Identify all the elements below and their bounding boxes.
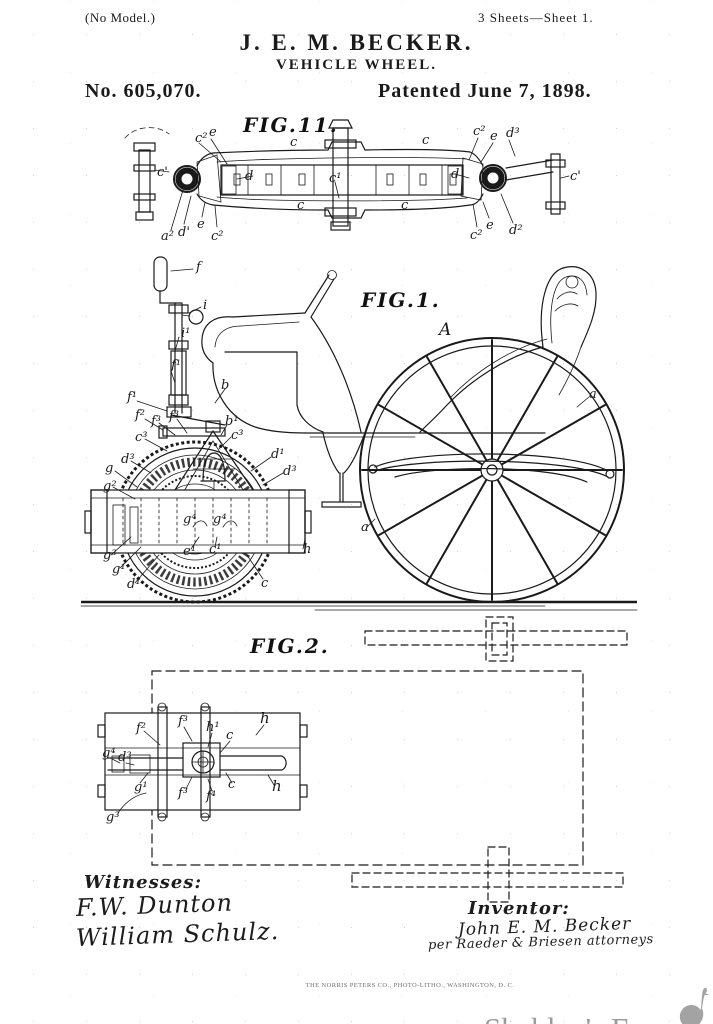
part-label: i¹ [181,326,190,341]
patent-date: Patented June 7, 1898. [378,80,592,103]
part-label: f⁴ [205,789,216,804]
part-label: e [490,129,498,144]
part-label: c [401,198,409,213]
part-label: f² [135,721,146,736]
fig2-bottom-axle [352,847,623,902]
part-label: g⁴ [213,512,227,527]
fig1-crank-lever [154,257,225,438]
part-label: f³ [177,786,188,801]
part-label: f¹ [126,390,137,405]
part-label: d² [509,223,523,238]
part-label: c¹ [209,542,222,557]
fig2-title: FIG.2. [249,634,330,658]
part-label: a [589,387,597,402]
sheet-count: 3 Sheets—Sheet 1. [478,10,594,26]
fig2-top-axle [365,617,627,661]
part-label: g³ [103,548,117,563]
part-label: f³ [168,409,179,424]
watermark: Sheldon's Emu [484,986,712,1024]
part-label: h [272,777,282,795]
inventor-name-heading: J. E. M. BECKER. [0,30,713,56]
fig1-drawing: FIG.1. [75,255,645,620]
part-label: d' [178,225,190,240]
part-label: e [209,125,217,140]
watermark-text: Sheldon's Emu [484,1014,670,1024]
part-label: c [297,198,305,213]
part-label: d¹ [271,447,285,462]
part-label: c³ [135,430,148,445]
invention-title: VEHICLE WHEEL. [0,57,713,74]
part-label: g² [103,479,117,494]
witness-signature-1: F.W. Dunton [76,889,234,922]
fig1-title: FIG.1. [360,288,441,312]
part-label: b¹ [225,414,239,429]
part-label: d¹ [127,577,141,592]
fig2-drawing: FIG.2. [60,615,655,910]
emu-icon [672,986,712,1024]
part-label: h¹ [206,720,220,735]
part-label: c¹ [329,171,342,186]
part-label: c² [195,131,208,146]
fig11-drawing: FIG.11. [85,110,585,255]
part-label: f³ [150,414,161,429]
part-label: i [203,298,207,313]
part-label: g⁴ [183,512,197,527]
part-label: A [437,320,451,340]
part-label: c [228,777,236,792]
part-label: c³ [231,428,244,443]
part-label: c' [570,169,581,184]
part-label: a [361,520,369,535]
fig1-ground-line [81,602,637,610]
patent-number: No. 605,070. [85,80,201,103]
part-label: e [486,218,494,233]
part-label: a² [161,229,174,244]
part-label: f [195,260,203,275]
part-label: f² [134,408,145,423]
part-label: e¹ [183,544,196,559]
part-label: d [245,169,253,184]
part-label: d³ [506,126,520,141]
part-label: e [197,217,205,232]
part-label: g [105,461,113,476]
fig1-hub-box [85,490,311,553]
part-label: g⁴ [102,746,116,761]
part-label: b [221,378,229,393]
fig1-rear-wheel [360,338,624,602]
part-label: c² [211,229,224,244]
part-label: c [226,728,234,743]
part-label: d [451,167,459,182]
part-label: d³ [283,464,297,479]
part-label: h [260,709,270,727]
part-label: f³ [177,714,188,729]
part-label: c' [157,165,168,180]
part-label: d³ [121,452,135,467]
part-label: g¹ [112,562,126,577]
part-label: g³ [106,810,120,825]
part-label: c² [473,124,486,139]
part-label: c [422,133,430,148]
fig11-title: FIG.11. [242,113,339,137]
witness-signature-2: William Schulz. [76,917,280,952]
part-label: c [290,135,298,150]
part-label: d³ [118,750,132,765]
no-model-note: (No Model.) [85,10,156,26]
part-label: g¹ [134,780,148,795]
part-label: c [261,576,269,591]
part-label: h [303,542,311,557]
part-label: f¹ [170,358,181,373]
part-label: c² [470,228,483,243]
